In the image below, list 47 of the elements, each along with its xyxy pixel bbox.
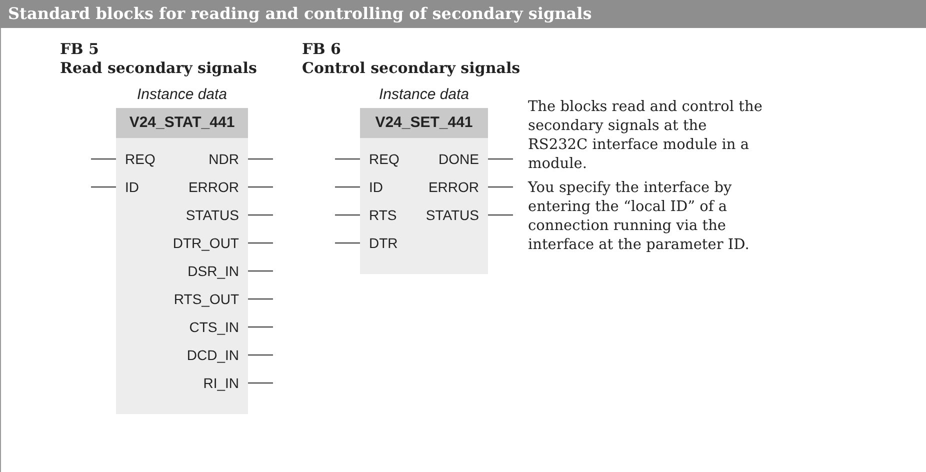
pin-label: STATUS [186, 206, 248, 224]
pin-line [248, 214, 274, 216]
instance-data-label: Instance data [136, 86, 228, 103]
instance-data-label: Instance data [378, 86, 470, 103]
pin-label: ID [116, 178, 139, 196]
pin-label: DSR_IN [188, 262, 248, 280]
pin-line [488, 186, 514, 188]
description-text: The blocks read and control the secondary signals at the RS232C interface module in a module. [528, 98, 764, 174]
pin-label: STATUS [426, 206, 488, 224]
block-title: Read secondary signals [60, 59, 257, 77]
pin-label: DTR [360, 234, 398, 252]
pin-line [248, 270, 274, 272]
pin-label: ERROR [428, 178, 488, 196]
block-name: V24_SET_441 [360, 108, 488, 138]
pin-line [248, 382, 274, 384]
description-text: You specify the interface by entering the “local ID” of a connection running via the interface at the parameter ID. [528, 179, 750, 255]
pin-label: RTS_OUT [174, 290, 248, 308]
pin-line [248, 242, 274, 244]
pin-line [90, 158, 116, 160]
pin-line [488, 214, 514, 216]
pin-line [334, 214, 360, 216]
pin-line [248, 326, 274, 328]
pin-line [334, 242, 360, 244]
pin-label: DTR_OUT [172, 234, 248, 252]
pin-label: CTS_IN [189, 318, 248, 336]
pin-label: ERROR [188, 178, 248, 196]
pin-label: ID [360, 178, 383, 196]
pin-line [248, 298, 274, 300]
pin-label: RI_IN [203, 374, 248, 392]
block-number: FB 5 [60, 40, 99, 58]
pin-label: DCD_IN [186, 346, 248, 364]
pin-label: REQ [360, 150, 400, 168]
title-bar: Standard blocks for reading and controlling of secondary signals [0, 0, 926, 28]
pin-line [248, 354, 274, 356]
block-number: FB 6 [302, 40, 341, 58]
block-name: V24_STAT_441 [116, 108, 248, 138]
pin-line [248, 186, 274, 188]
block-title: Control secondary signals [302, 59, 520, 77]
pin-line [334, 186, 360, 188]
pin-label: RTS [360, 206, 397, 224]
pin-line [488, 158, 514, 160]
pin-label: NDR [208, 150, 248, 168]
pin-line [248, 158, 274, 160]
pin-label: DONE [438, 150, 488, 168]
pin-line [334, 158, 360, 160]
pin-label: REQ [116, 150, 156, 168]
pin-line [90, 186, 116, 188]
